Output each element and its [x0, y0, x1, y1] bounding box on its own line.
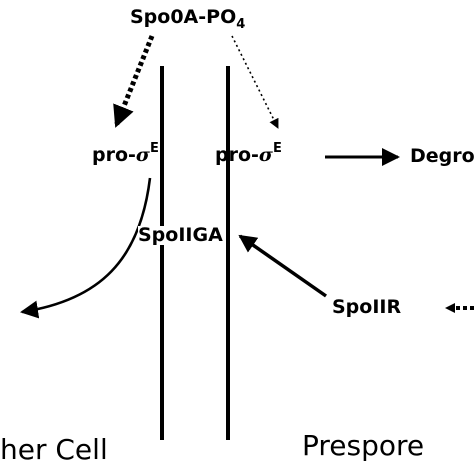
sigma-symbol: σ: [135, 144, 150, 166]
prespore-label: Prespore: [302, 429, 425, 462]
spoiir-label: SpoIIR: [332, 296, 402, 318]
mother-pro-sigma-e-label: pro-σE: [92, 140, 159, 166]
arrow-processed-sigma-e: [20, 177, 152, 319]
mother-cell-label: her Cell: [0, 433, 108, 466]
arrow-spo0a-to-prespore-pro-sigma: [231, 35, 279, 129]
degradation-label: Degro: [410, 145, 474, 167]
spoiiga-label: SpoIIGA: [138, 224, 223, 246]
prespore-pro-sigma-e-label: pro-σE: [215, 140, 282, 166]
sigma-symbol: σ: [258, 144, 273, 166]
arrow-spoiir-to-spoiiga: [238, 234, 328, 298]
arrow-spo0a-to-mother-pro-sigma: [113, 35, 155, 128]
spo0a-po4-label: Spo0A-PO4: [130, 6, 246, 32]
